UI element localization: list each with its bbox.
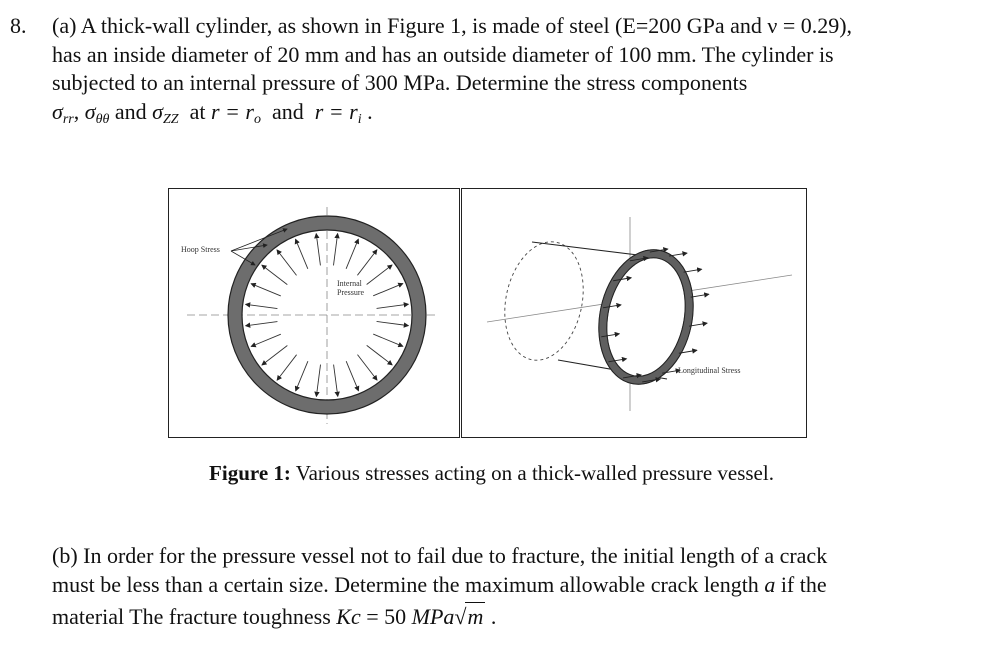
pressure-arrow bbox=[294, 238, 309, 269]
pressure-arrow bbox=[294, 361, 309, 392]
sqrt-m: m bbox=[465, 602, 486, 632]
cross-section-diagram: Hoop Stress Internal Pressure bbox=[181, 207, 437, 424]
longitudinal-arrow bbox=[613, 275, 633, 282]
pressure-arrow bbox=[276, 354, 297, 381]
longitudinal-arrow bbox=[668, 251, 688, 257]
part-b-end: . bbox=[485, 604, 497, 629]
unit-mpa: MPa bbox=[411, 604, 455, 629]
sigma-tt-sub: θθ bbox=[95, 111, 110, 127]
pressure-arrow bbox=[250, 282, 281, 297]
longitudinal-arrow bbox=[608, 356, 628, 363]
sigma-zz-sub: ZZ bbox=[163, 111, 179, 127]
pressure-arrow bbox=[373, 333, 404, 348]
ro-sub: o bbox=[253, 111, 261, 127]
pressure-arrow bbox=[250, 333, 281, 348]
part-b-line-3: material The fracture toughness Kc = 50 … bbox=[52, 602, 955, 632]
cylinder-diagram: Longitudinal Stress bbox=[486, 217, 793, 411]
caption-bold: Figure 1: bbox=[209, 461, 291, 485]
cylinder-wall bbox=[228, 216, 426, 414]
internal-label-2: Pressure bbox=[337, 288, 365, 297]
pressure-arrow bbox=[366, 345, 393, 366]
pressure-arrow bbox=[244, 302, 278, 309]
pressure-arrow bbox=[357, 354, 378, 381]
pressure-arrow bbox=[333, 232, 340, 266]
longitudinal-arrow bbox=[602, 302, 622, 309]
part-a-line-4: σrr, σθθ and σZZ at r = ro and r = ri . bbox=[52, 98, 373, 127]
pressure-arrow bbox=[345, 238, 360, 269]
pressure-arrow bbox=[373, 282, 404, 297]
longitudinal-arrow bbox=[683, 267, 703, 273]
figure-1: Hoop Stress Internal Pressure bbox=[168, 188, 808, 438]
figure-caption: Figure 1: Various stresses acting on a t… bbox=[0, 461, 983, 486]
pressure-arrow bbox=[244, 321, 278, 328]
hoop-stress-label: Hoop Stress bbox=[181, 245, 220, 254]
cylinder-panel: Longitudinal Stress bbox=[461, 188, 807, 438]
pressure-arrow bbox=[376, 302, 410, 309]
kc-var: Kc bbox=[336, 604, 361, 629]
sigma-tt: σ bbox=[84, 98, 96, 124]
part-b-text: (b) In order for the pressure vessel not… bbox=[52, 542, 955, 632]
part-b-line-3-pre: material The fracture toughness bbox=[52, 604, 337, 629]
pressure-arrow bbox=[357, 249, 378, 276]
cross-section-panel: Hoop Stress Internal Pressure bbox=[168, 188, 460, 438]
longitudinal-arrow bbox=[690, 292, 710, 298]
pressure-arrow bbox=[261, 345, 288, 366]
pressure-arrow bbox=[366, 264, 393, 285]
r-eq-ri: r = r bbox=[314, 98, 358, 124]
part-b-line-2-pre: must be less than a certain size. Determ… bbox=[52, 571, 765, 597]
ri-sub: i bbox=[357, 111, 362, 127]
kc-eq: = 50 bbox=[360, 604, 412, 629]
longitudinal-arrow bbox=[629, 255, 649, 262]
part-a-line-1: (a) A thick-wall cylinder, as shown in F… bbox=[52, 13, 853, 38]
pressure-arrow bbox=[314, 232, 321, 266]
sigma-rr: σ bbox=[52, 98, 63, 124]
longitudinal-arrow bbox=[601, 331, 621, 338]
internal-label-1: Internal bbox=[337, 279, 363, 288]
pressure-arrow bbox=[345, 361, 360, 392]
sigma-zz: σ bbox=[152, 98, 164, 124]
and-word-2: and bbox=[271, 98, 304, 124]
part-b-line-1: (b) In order for the pressure vessel not… bbox=[52, 543, 828, 568]
longitudinal-arrow bbox=[678, 348, 698, 354]
part-a-line-3: subjected to an internal pressure of 300… bbox=[52, 70, 748, 95]
at-word: at bbox=[189, 98, 206, 124]
longitudinal-stress-label: Longitudinal Stress bbox=[678, 366, 740, 375]
question-number: 8. bbox=[10, 13, 27, 38]
period: . bbox=[367, 98, 373, 124]
part-b-line-2-post: if the bbox=[775, 571, 827, 597]
pressure-arrow bbox=[333, 364, 340, 398]
sigma-rr-sub: rr bbox=[62, 111, 74, 127]
pressure-arrow bbox=[276, 249, 297, 276]
and-word-1: and bbox=[114, 98, 147, 124]
pressure-arrow bbox=[261, 264, 288, 285]
pressure-arrow bbox=[376, 321, 410, 328]
longitudinal-arrow bbox=[649, 247, 669, 253]
longitudinal-arrow bbox=[642, 377, 662, 383]
part-a-line-2: has an inside diameter of 20 mm and has … bbox=[52, 41, 834, 67]
crack-length-var: a bbox=[764, 571, 776, 597]
pressure-arrow bbox=[314, 364, 321, 398]
r-eq-ro: r = r bbox=[210, 98, 254, 124]
longitudinal-arrow bbox=[662, 368, 681, 374]
part-a-text: (a) A thick-wall cylinder, as shown in F… bbox=[52, 12, 955, 134]
longitudinal-arrow bbox=[622, 372, 642, 379]
caption-text: Various stresses acting on a thick-walle… bbox=[290, 461, 774, 485]
sqrt-sign: √ bbox=[454, 604, 467, 629]
part-b-line-2: must be less than a certain size. Determ… bbox=[52, 571, 955, 600]
longitudinal-arrow bbox=[688, 321, 708, 327]
